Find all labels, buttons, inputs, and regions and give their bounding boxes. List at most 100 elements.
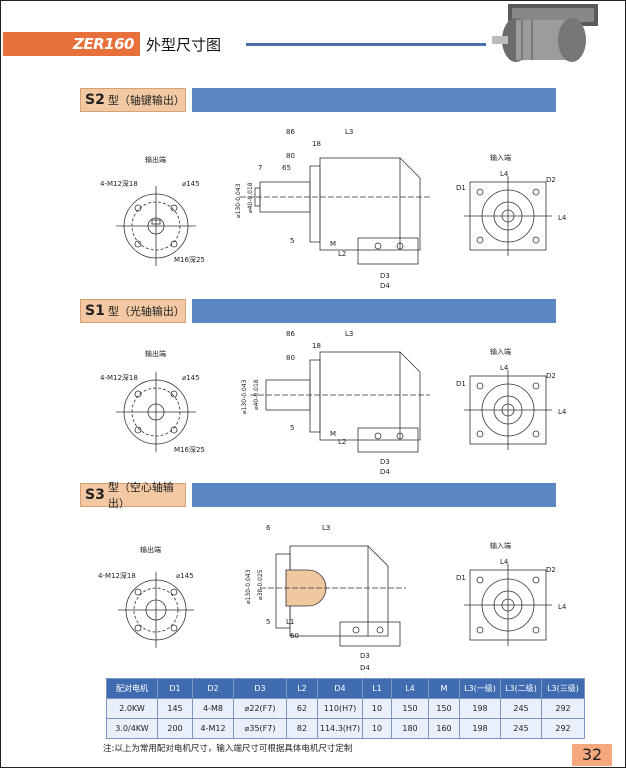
table-header: L3(一级): [459, 678, 501, 699]
svg-text:M: M: [330, 430, 336, 438]
svg-text:L4: L4: [500, 170, 509, 178]
svg-text:⌀130-0.043: ⌀130-0.043: [245, 569, 252, 604]
output-end-view: [118, 572, 194, 648]
side-view: [260, 545, 406, 647]
section-tag: S2 型（轴键输出）: [80, 88, 186, 112]
svg-text:18: 18: [312, 140, 321, 148]
table-header: L2: [286, 678, 318, 699]
table-header: L3(三级): [541, 678, 585, 699]
svg-text:D2: D2: [546, 566, 556, 574]
svg-text:D3: D3: [380, 272, 390, 280]
section-bar: [192, 88, 556, 112]
table-header: D3: [233, 678, 287, 699]
section-code: S3: [85, 487, 105, 503]
center-thread-label: M16深25: [174, 255, 205, 264]
svg-text:D1: D1: [456, 574, 466, 582]
svg-text:65: 65: [282, 164, 291, 172]
side-view: [240, 157, 430, 265]
section-label: 型（轴键输出）: [107, 94, 185, 107]
output-end-label: 输出端: [145, 155, 166, 164]
svg-text:D1: D1: [456, 184, 466, 192]
input-end-view: [464, 370, 552, 450]
table-cell: 3.0/4KW: [106, 718, 158, 739]
table-cell: 2.0KW: [106, 698, 158, 719]
table-row: 3.0/4KW 200 4-M12 ⌀35(F7) 82 114.3(H7) 1…: [106, 718, 585, 739]
pcd-label: ⌀145: [182, 374, 200, 382]
table-header: M: [428, 678, 460, 699]
input-end-label: 输入端: [490, 541, 511, 550]
section-s3: S3 型（空心轴输出）: [80, 481, 556, 510]
side-view: [250, 351, 430, 453]
pcd-label: ⌀145: [182, 180, 200, 188]
svg-text:D3: D3: [380, 458, 390, 466]
svg-text:L4: L4: [558, 408, 567, 416]
table-cell: 150: [391, 698, 429, 719]
svg-text:L3: L3: [345, 128, 353, 136]
svg-text:80: 80: [286, 354, 295, 362]
page-title: 外型尺寸图: [145, 35, 221, 54]
svg-text:⌀40-0.018: ⌀40-0.018: [247, 182, 254, 213]
svg-text:D1: D1: [456, 380, 466, 388]
svg-text:L3: L3: [345, 330, 353, 338]
table-cell: 245: [500, 718, 542, 739]
table-cell: 145: [157, 698, 193, 719]
table-cell: 180: [391, 718, 429, 739]
svg-text:⌀40-0.018: ⌀40-0.018: [253, 379, 260, 410]
svg-text:5: 5: [290, 424, 294, 432]
table-cell: 200: [157, 718, 193, 739]
svg-text:86: 86: [286, 330, 295, 338]
table-cell: 245: [500, 698, 542, 719]
output-end-view: [116, 372, 196, 452]
svg-text:L4: L4: [558, 603, 567, 611]
table-header-row: 配对电机 D1 D2 D3 L2 D4 L1 L4 M L3(一级) L3(二级…: [106, 678, 585, 699]
table-header: L1: [362, 678, 392, 699]
svg-text:L4: L4: [558, 214, 567, 222]
hole-label: 4-M12深18: [100, 179, 138, 188]
model-tag: ZER160: [3, 32, 140, 56]
table-header: D1: [157, 678, 193, 699]
table-header: D4: [317, 678, 363, 699]
svg-text:L3: L3: [322, 524, 330, 532]
svg-text:M: M: [330, 240, 336, 248]
svg-text:60: 60: [290, 632, 299, 640]
section-label: 型（空心轴输出）: [107, 481, 174, 510]
table-cell: 10: [362, 698, 392, 719]
section-s2: S2 型（轴键输出）: [80, 87, 556, 113]
svg-text:D4: D4: [380, 282, 390, 290]
svg-text:5: 5: [290, 237, 294, 245]
table-cell: 198: [459, 718, 501, 739]
table-cell: ⌀22(F7): [233, 698, 287, 719]
table-cell: 4-M12: [192, 718, 234, 739]
svg-text:D2: D2: [546, 176, 556, 184]
svg-text:L4: L4: [500, 364, 509, 372]
section-code: S1: [85, 303, 105, 319]
hole-label: 4-M12深18: [100, 373, 138, 382]
section-code: S2: [85, 92, 105, 108]
output-end-label: 输出端: [140, 545, 161, 554]
svg-text:D4: D4: [380, 468, 390, 476]
svg-text:D2: D2: [546, 372, 556, 380]
table-cell: 292: [541, 698, 585, 719]
section-bar: [192, 483, 556, 507]
table-cell: 62: [286, 698, 318, 719]
section-s1: S1 型（光轴输出）: [80, 298, 556, 324]
svg-text:L2: L2: [338, 250, 346, 258]
table-cell: 292: [541, 718, 585, 739]
table-cell: 4-M8: [192, 698, 234, 719]
output-end-label: 输出端: [145, 349, 166, 358]
input-end-view: [464, 564, 552, 646]
svg-text:7: 7: [258, 164, 262, 172]
input-end-label: 输入端: [490, 153, 511, 162]
gearbox-photo-icon: [492, 4, 598, 62]
svg-text:5: 5: [266, 618, 270, 626]
spec-table: 配对电机 D1 D2 D3 L2 D4 L1 L4 M L3(一级) L3(二级…: [106, 678, 585, 739]
section-tag: S1 型（光轴输出）: [80, 299, 186, 323]
input-end-view: [464, 176, 552, 256]
table-cell: 10: [362, 718, 392, 739]
svg-text:⌀130-0.043: ⌀130-0.043: [241, 379, 248, 414]
footnote: 注:以上为常用配对电机尺寸，输入端尺寸可根据具体电机尺寸定制: [103, 744, 353, 754]
table-cell: 82: [286, 718, 318, 739]
table-row: 2.0KW 145 4-M8 ⌀22(F7) 62 110(H7) 10 150…: [106, 698, 585, 719]
table-cell: 114.3(H7): [317, 718, 363, 739]
table-cell: ⌀35(F7): [233, 718, 287, 739]
